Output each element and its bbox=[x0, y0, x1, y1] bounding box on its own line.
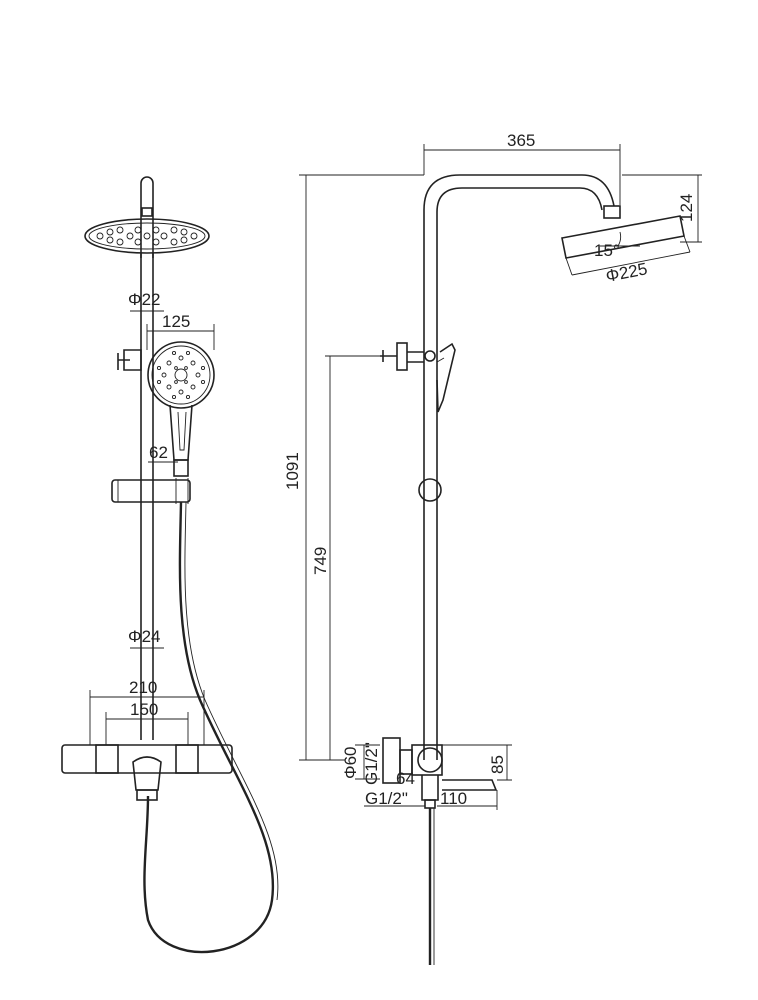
label-body-depth: 64 bbox=[396, 769, 415, 788]
label-hand-shower-width: 125 bbox=[162, 312, 190, 331]
shower-arm-outer bbox=[423, 174, 615, 760]
label-flange-diameter: Φ60 bbox=[341, 747, 360, 779]
label-total-height: 1091 bbox=[283, 452, 302, 490]
wall-bracket bbox=[117, 349, 142, 371]
hose bbox=[143, 501, 275, 954]
dim-phi24-line bbox=[130, 641, 164, 655]
dim-210-line bbox=[89, 690, 205, 745]
dim-150-line bbox=[105, 712, 189, 745]
tilted-head bbox=[561, 205, 691, 276]
label-arm-reach: 365 bbox=[507, 131, 535, 150]
dim-phi22-line bbox=[130, 304, 164, 318]
label-inlet-thread-top: G1/2" bbox=[362, 742, 381, 785]
mixer-front bbox=[61, 744, 233, 801]
top-rod bbox=[140, 176, 154, 258]
dim-1091-line bbox=[299, 174, 424, 761]
label-bracket-height: 749 bbox=[311, 547, 330, 575]
label-pipe-diameter-bottom: Φ24 bbox=[128, 627, 160, 646]
slider-holder bbox=[111, 479, 191, 503]
slider-knob bbox=[418, 478, 442, 502]
side-view: 365 1091 124 15° Φ225 749 bbox=[283, 131, 702, 965]
dim-phi60-line bbox=[355, 744, 380, 780]
label-tilt-angle: 15° bbox=[594, 241, 620, 260]
dim-124-line bbox=[622, 174, 702, 243]
label-head-drop: 124 bbox=[677, 194, 696, 222]
label-hand-shower-neck: 62 bbox=[149, 443, 168, 462]
dim-85-line bbox=[437, 744, 512, 781]
rain-head bbox=[84, 207, 210, 254]
hand-shower bbox=[147, 341, 215, 477]
shower-arm-inner bbox=[436, 187, 603, 760]
label-pipe-diameter-top: Φ22 bbox=[128, 290, 160, 309]
dim-365-line bbox=[423, 144, 621, 205]
label-head-diameter: Φ225 bbox=[604, 259, 649, 286]
dim-749-line bbox=[325, 355, 388, 760]
wall-bracket-side bbox=[380, 342, 456, 413]
front-pipe bbox=[140, 253, 154, 740]
dim-110-line bbox=[437, 790, 498, 810]
label-mixer-spacing: 150 bbox=[130, 700, 158, 719]
angle-marker bbox=[600, 231, 640, 247]
label-spout-length: 110 bbox=[440, 789, 467, 808]
dim-125-line bbox=[146, 324, 215, 350]
label-mixer-height: 85 bbox=[488, 755, 507, 774]
label-mixer-width: 210 bbox=[129, 678, 157, 697]
mixer-side bbox=[411, 744, 498, 809]
label-inlet-thread-bottom: G1/2" bbox=[365, 789, 408, 808]
front-view: Φ22 125 62 bbox=[61, 176, 279, 954]
